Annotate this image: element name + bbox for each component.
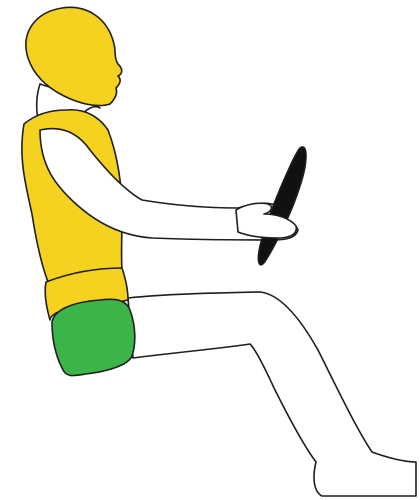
pelvis-pad-icon	[52, 299, 135, 375]
leg	[128, 292, 416, 496]
